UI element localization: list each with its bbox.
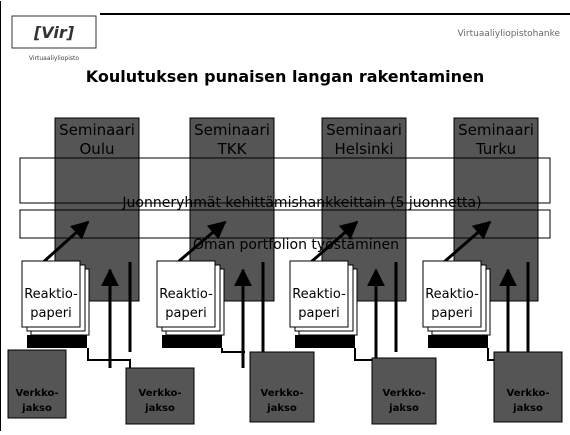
reaction-paper-1: Reaktio- paperi — [21, 260, 90, 348]
reaction-paper-3: Reaktio- paperi — [289, 260, 358, 348]
reaction-label: Reaktio- — [292, 287, 346, 302]
arrow-reaction-3 — [310, 220, 359, 264]
reaction-label: Reaktio- — [159, 287, 213, 302]
reaction-label: Reaktio- — [24, 287, 78, 302]
band-portfolio — [19, 209, 551, 239]
web-period-label: jakso — [512, 403, 543, 414]
web-period-label: jakso — [388, 403, 419, 414]
reaction-label: Reaktio- — [425, 287, 479, 302]
connector-1 — [87, 348, 131, 368]
seminar-label: Seminaari — [326, 121, 402, 139]
band-juonneryhmat-label: Juonneryhmät kehittämishankkeittain (5 j… — [121, 195, 481, 211]
reaction-label: paperi — [431, 306, 472, 321]
web-period-3: Verkko- jakso — [249, 351, 315, 423]
web-period-label: jakso — [21, 403, 52, 414]
web-period-label: jakso — [266, 403, 297, 414]
web-period-label: Verkko- — [383, 388, 426, 399]
seminar-place: Helsinki — [334, 140, 393, 158]
reaction-label: paperi — [298, 306, 339, 321]
web-period-5: Verkko- jakso — [493, 351, 563, 423]
web-period-label: Verkko- — [261, 388, 304, 399]
web-period-label: jakso — [144, 403, 175, 414]
seminar-label: Seminaari — [458, 121, 534, 139]
header-right-text: Virtuaaliyliopistohanke — [457, 29, 560, 39]
reaction-paper-2: Reaktio- paperi — [156, 260, 225, 348]
band-juonneryhmat — [19, 157, 551, 204]
reaction-label: paperi — [165, 306, 206, 321]
web-period-label: Verkko- — [139, 388, 182, 399]
arrow-reaction-1 — [38, 220, 90, 267]
reaction-paper-4: Reaktio- paperi — [422, 260, 491, 348]
page-title: Koulutuksen punaisen langan rakentaminen — [86, 67, 485, 86]
logo-text: Virtuaaliyliopisto — [29, 55, 79, 62]
logo-mark: [Vir] — [33, 23, 75, 42]
arrow-reaction-4 — [443, 220, 492, 264]
seminar-place: Turku — [475, 140, 516, 158]
web-period-4: Verkko- jakso — [371, 357, 437, 425]
connector-2 — [221, 348, 245, 353]
band-portfolio-label: Oman portfolion työstäminen — [193, 237, 399, 253]
web-period-label: Verkko- — [507, 388, 550, 399]
logo: [Vir] Virtuaaliyliopisto — [11, 15, 97, 62]
arrow-reaction-2 — [177, 220, 227, 264]
web-period-label: Verkko- — [16, 388, 59, 399]
web-period-2: Verkko- jakso — [125, 367, 195, 425]
reaction-label: paperi — [30, 306, 71, 321]
web-period-1: Verkko- jakso — [7, 349, 67, 419]
seminar-place: TKK — [217, 140, 248, 158]
seminar-place: Oulu — [80, 140, 115, 158]
seminar-label: Seminaari — [59, 121, 135, 139]
seminar-label: Seminaari — [194, 121, 270, 139]
